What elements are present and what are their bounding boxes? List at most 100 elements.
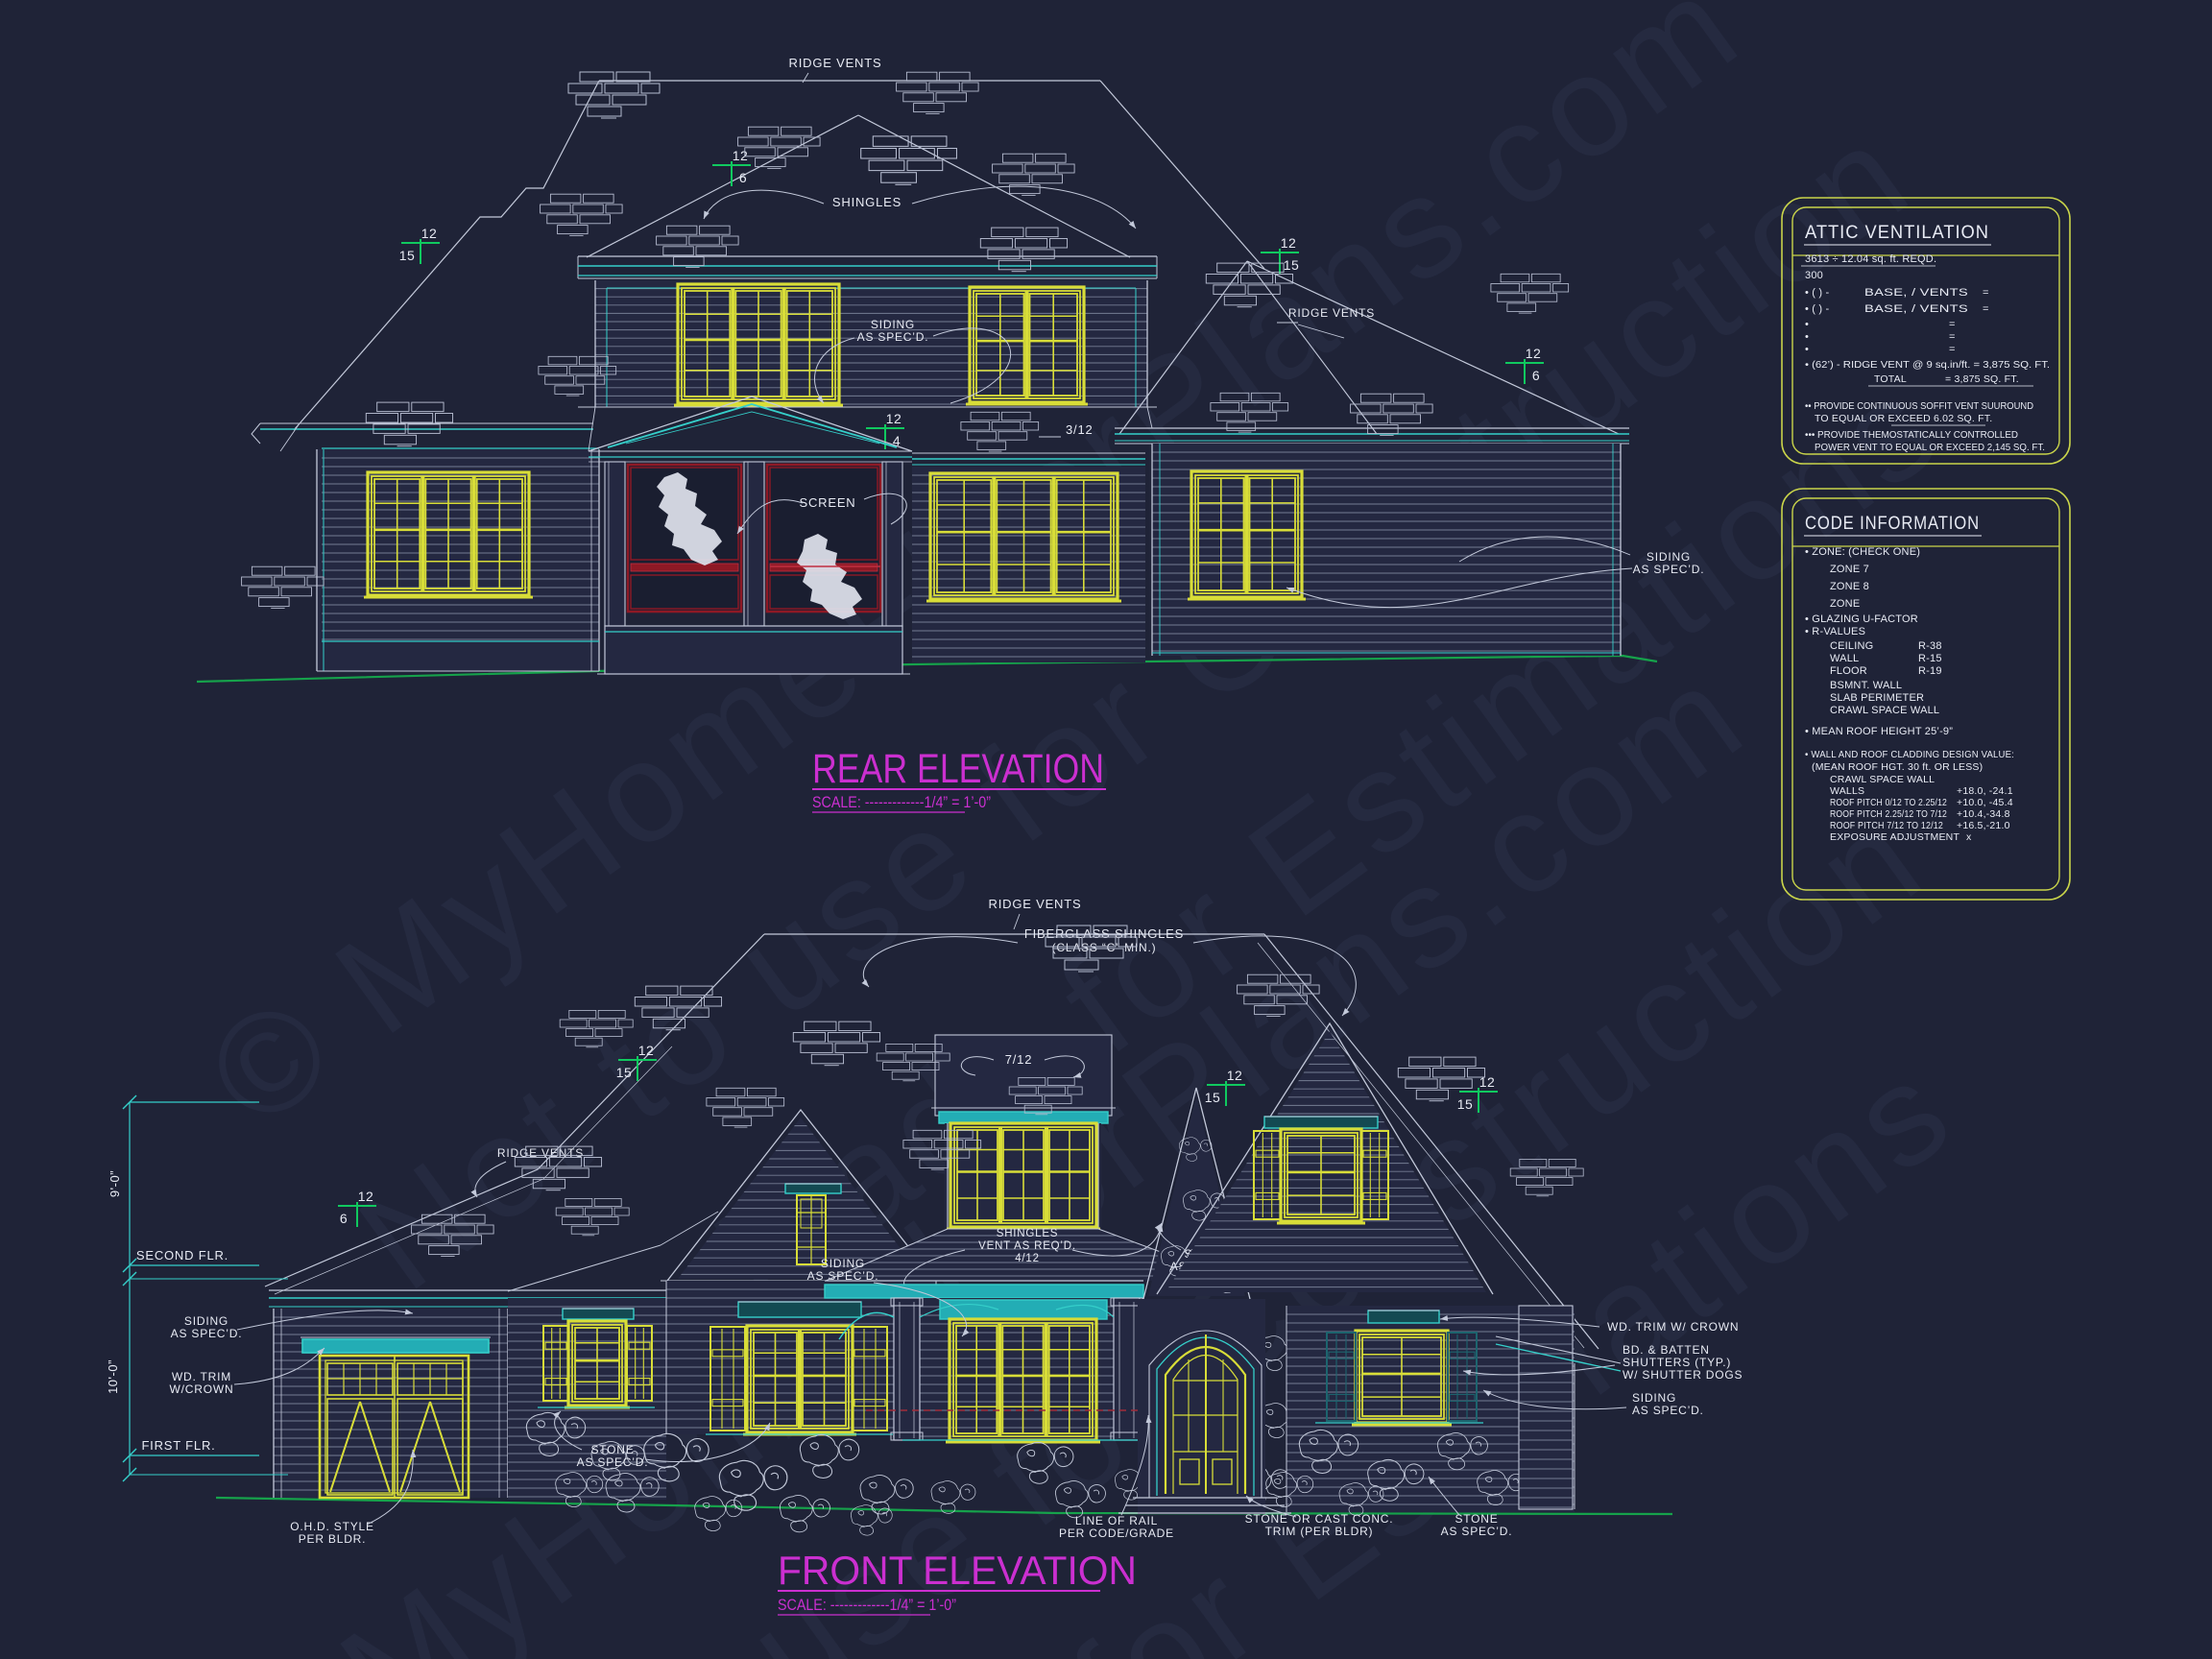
svg-text:ATTIC VENTILATION: ATTIC VENTILATION	[1805, 223, 1989, 243]
svg-text:SCALE: -------------1/4” = 1’-: SCALE: -------------1/4” = 1’-0”	[812, 793, 991, 811]
svg-text:O.H.D. STYLE: O.H.D. STYLE	[290, 1520, 374, 1533]
svg-text:POWER VENT TO EQUAL OR EXCEED: POWER VENT TO EQUAL OR EXCEED 2,145 SQ. …	[1815, 442, 2045, 453]
svg-text:SCALE: -------------1/4” = 1’-: SCALE: -------------1/4” = 1’-0”	[778, 1596, 956, 1614]
svg-text:•: •	[1805, 344, 1809, 355]
svg-text:BSMNT. WALL: BSMNT. WALL	[1830, 680, 1902, 691]
svg-text:ROOF PITCH 0/12 TO 2.25/12: ROOF PITCH 0/12 TO 2.25/12	[1830, 797, 1947, 808]
svg-text:+18.0, -24.1: +18.0, -24.1	[1957, 785, 2013, 797]
svg-text:12: 12	[1526, 346, 1542, 361]
svg-text:(MEAN ROOF HGT. 30 ft. OR LESS: (MEAN ROOF HGT. 30 ft. OR LESS)	[1812, 761, 1983, 773]
svg-text:PER CODE/GRADE: PER CODE/GRADE	[1059, 1527, 1174, 1540]
svg-text:••• PROVIDE THEMOSTATICALLY CO: ••• PROVIDE THEMOSTATICALLY CONTROLLED	[1805, 429, 2018, 441]
svg-text:SHINGLES: SHINGLES	[832, 195, 902, 209]
svg-text:3/12: 3/12	[1066, 422, 1094, 437]
svg-text:300: 300	[1805, 270, 1823, 281]
svg-text:EXPOSURE ADJUSTMENT: EXPOSURE ADJUSTMENT	[1830, 831, 1960, 843]
svg-text:REAR ELEVATION: REAR ELEVATION	[812, 746, 1104, 792]
svg-text:AS SPEC’D.: AS SPEC’D.	[1632, 1404, 1704, 1417]
svg-text:W/ SHUTTER DOGS: W/ SHUTTER DOGS	[1623, 1368, 1743, 1382]
svg-text:BD. & BATTEN: BD. & BATTEN	[1623, 1343, 1710, 1357]
svg-text:=: =	[1949, 319, 1956, 330]
svg-text:12: 12	[358, 1189, 374, 1204]
svg-text:SIDING: SIDING	[184, 1314, 228, 1328]
svg-text:12: 12	[1281, 235, 1297, 251]
svg-text:SECOND FLR.: SECOND FLR.	[136, 1248, 228, 1262]
svg-text:15: 15	[616, 1065, 633, 1080]
svg-text:TO EQUAL OR EXCEED 6.02 SQ. F: TO EQUAL OR EXCEED 6.02 SQ. FT.	[1815, 413, 1992, 424]
svg-text:= 3,875 SQ. FT.: = 3,875 SQ. FT.	[1945, 373, 2019, 385]
svg-text:RIDGE VENTS: RIDGE VENTS	[989, 897, 1082, 911]
svg-text:WD. TRIM: WD. TRIM	[172, 1370, 231, 1383]
svg-text:• MEAN ROOF HEIGHT 25’-9”: • MEAN ROOF HEIGHT 25’-9”	[1805, 726, 1953, 737]
svg-text:15: 15	[1205, 1090, 1221, 1105]
svg-text:6: 6	[1532, 368, 1540, 383]
svg-text:VENT AS REQ’D.: VENT AS REQ’D.	[978, 1240, 1076, 1252]
svg-text:15: 15	[1284, 257, 1300, 273]
svg-text:TOTAL: TOTAL	[1874, 373, 1907, 385]
svg-text:15: 15	[399, 248, 416, 263]
svg-text:6: 6	[739, 170, 747, 185]
svg-text:CRAWL SPACE WALL: CRAWL SPACE WALL	[1830, 774, 1935, 785]
svg-text:ZONE 8: ZONE 8	[1830, 581, 1869, 592]
svg-text:AS SPEC’D.: AS SPEC’D.	[171, 1327, 243, 1340]
svg-text:•: •	[1805, 319, 1809, 330]
svg-text:W/CROWN: W/CROWN	[170, 1382, 234, 1396]
svg-text:SIDING: SIDING	[821, 1257, 865, 1270]
svg-text:TRIM (PER BLDR): TRIM (PER BLDR)	[1265, 1525, 1374, 1538]
svg-text:+10.0, -45.4: +10.0, -45.4	[1957, 797, 2013, 808]
svg-text:LINE OF RAIL: LINE OF RAIL	[1075, 1514, 1158, 1527]
svg-text:4: 4	[893, 433, 901, 448]
svg-text:SLAB PERIMETER: SLAB PERIMETER	[1830, 692, 1924, 704]
svg-text:12: 12	[1479, 1074, 1496, 1090]
svg-text:SHINGLES: SHINGLES	[997, 1228, 1059, 1239]
svg-text:ZONE: ZONE	[1830, 598, 1860, 610]
svg-text:ROOF PITCH 7/12 TO 12/12: ROOF PITCH 7/12 TO 12/12	[1830, 820, 1943, 831]
svg-text:6: 6	[340, 1211, 348, 1226]
svg-text:(CLASS “C” MIN.): (CLASS “C” MIN.)	[1052, 941, 1157, 954]
svg-text:BASE, / VENTS: BASE, / VENTS	[1864, 287, 1968, 299]
svg-text:RIDGE VENTS: RIDGE VENTS	[1288, 306, 1375, 320]
svg-text:STONE: STONE	[1455, 1512, 1498, 1526]
svg-text:AS SPEC’D.: AS SPEC’D.	[857, 330, 929, 344]
svg-text:WALLS: WALLS	[1830, 785, 1864, 797]
svg-text:+16.5,-21.0: +16.5,-21.0	[1957, 820, 2010, 831]
svg-text:SIDING: SIDING	[1647, 550, 1691, 564]
svg-text:CRAWL SPACE WALL: CRAWL SPACE WALL	[1830, 705, 1939, 716]
svg-text:• R-VALUES: • R-VALUES	[1805, 626, 1865, 637]
svg-text:3613 ÷ 12.04 sq. ft. REQD.: 3613 ÷ 12.04 sq. ft. REQD.	[1805, 253, 1936, 265]
svg-text:R-38: R-38	[1918, 640, 1942, 652]
svg-text:R-19: R-19	[1918, 665, 1942, 677]
svg-text:=: =	[1949, 344, 1956, 355]
svg-text:CEILING: CEILING	[1830, 640, 1873, 652]
svg-text:12: 12	[421, 226, 438, 241]
svg-text:AS SPEC’D.: AS SPEC’D.	[807, 1269, 879, 1283]
svg-text:R-15: R-15	[1918, 653, 1942, 664]
svg-text:7/12: 7/12	[1005, 1052, 1033, 1067]
svg-text:4/12: 4/12	[1015, 1253, 1040, 1264]
svg-text:AS SPEC’D.: AS SPEC’D.	[1633, 563, 1705, 576]
svg-text:+10.4,-34.8: +10.4,-34.8	[1957, 808, 2010, 820]
svg-text:FLOOR: FLOOR	[1830, 665, 1867, 677]
svg-text:12: 12	[733, 148, 749, 163]
svg-text:ZONE 7: ZONE 7	[1830, 564, 1869, 575]
svg-text:12: 12	[886, 411, 902, 426]
svg-text:• ( ) -: • ( ) -	[1805, 303, 1830, 315]
svg-text:WD. TRIM W/ CROWN: WD. TRIM W/ CROWN	[1607, 1320, 1739, 1334]
svg-text:=: =	[1983, 303, 1989, 315]
svg-text:10'-0”: 10'-0”	[106, 1359, 120, 1394]
svg-text:SCREEN: SCREEN	[800, 495, 856, 510]
svg-text:• WALL AND ROOF CLADDING DESIG: • WALL AND ROOF CLADDING DESIGN VALUE:	[1805, 749, 2014, 760]
svg-text:• ( ) -: • ( ) -	[1805, 287, 1830, 299]
svg-text:WALL: WALL	[1830, 653, 1859, 664]
svg-text:• (62’) - RIDGE VENT @ 9 sq.in: • (62’) - RIDGE VENT @ 9 sq.in/ft. = 3,8…	[1805, 359, 2050, 371]
svg-text:FIRST FLR.: FIRST FLR.	[141, 1438, 215, 1453]
svg-text:PER BLDR.: PER BLDR.	[299, 1532, 367, 1546]
svg-text:=: =	[1949, 331, 1956, 343]
svg-text:FIBERGLASS SHINGLES: FIBERGLASS SHINGLES	[1024, 926, 1184, 941]
svg-text:RIDGE VENTS: RIDGE VENTS	[497, 1146, 584, 1160]
svg-text:AS SPEC’D.: AS SPEC’D.	[577, 1455, 649, 1469]
svg-text:• ZONE: (CHECK ONE): • ZONE: (CHECK ONE)	[1805, 546, 1920, 558]
svg-text:=: =	[1983, 287, 1989, 299]
svg-text:SHUTTERS (TYP.): SHUTTERS (TYP.)	[1623, 1356, 1731, 1369]
svg-text:BASE, / VENTS: BASE, / VENTS	[1864, 303, 1968, 315]
